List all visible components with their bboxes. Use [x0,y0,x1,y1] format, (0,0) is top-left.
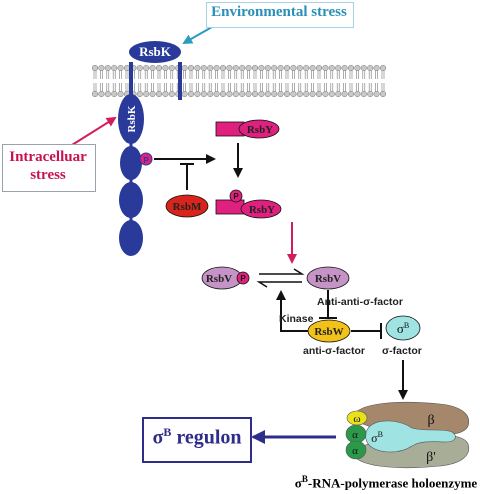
rsbk-kinase-domain [118,94,144,144]
beta-prime-label: β' [426,450,436,465]
rsbv-protein: RsbV [306,266,350,290]
rsbk-domain-3 [119,182,143,218]
holoenzyme-label: σB-RNA-polymerase holoenzyme [292,474,480,491]
rsby-phosphate-label: P [233,192,239,201]
cell-membrane [91,64,387,98]
rna-polymerase-holoenzyme: ω α α σB β β' [345,401,470,469]
rsby-phosphorylated: RsbY P [215,189,282,219]
sigma-factor-label: σ-factor [382,345,422,357]
kinase-arrow [276,290,309,332]
alpha-label-1: α [352,429,358,441]
anti-anti-sigma-factor-label: Anti-anti-σ-factor [317,296,403,308]
alpha-label-2: α [352,445,358,457]
rsbw-label: RsbW [314,326,343,338]
rsbm-protein: RsbM [165,194,209,218]
sigma-subunit [365,420,456,453]
rsbk-phosphate [139,152,153,166]
sigma-b-regulon-label: σB regulon [142,425,252,450]
intracellular-stress-box [2,144,96,192]
rsbk-domain-4 [119,220,143,256]
alpha-subunit-2 [345,440,367,460]
environmental-stress-label: Environmental stress [211,4,347,20]
rsbk-sensor-domain [129,41,181,63]
rsbw-protein: RsbW [307,319,351,343]
rsbm-label: RsbM [173,201,202,213]
intracellular-stress-label: Intracelluar stress [9,149,87,183]
holoenzyme-rest: -RNA-polymerase holoenzyme [307,475,478,491]
sigma-in-polymerase-label: σB [371,430,383,445]
rsby-p-label: RsbY [249,204,275,216]
regulon-sigma: σ [152,426,164,449]
regulon-superscript: B [163,425,172,439]
rsbv-label: RsbV [315,273,341,285]
holoenzyme-sigma: σ [294,475,302,491]
rsbv-p-label: RsbV [206,273,232,285]
kinase-label: Kinase [279,313,314,325]
regulon-word: regulon [171,426,242,449]
rsbk-top-label: RsbK [139,44,172,59]
environmental-stress-box [206,2,354,28]
rsby-phosphate [229,189,243,203]
omega-label: ω [353,413,360,425]
anti-sigma-factor-label: anti-σ-factor [303,345,366,357]
sigma-b-regulon-box [142,417,252,463]
rsbv-phosphate-label: P [240,274,246,283]
holoenzyme-superscript: B [301,474,308,484]
rsbk-protein: RsbK RsbK P [118,41,182,256]
rsby-protein: RsbY [215,119,280,139]
rsby-label: RsbY [247,124,273,136]
beta-label: β [427,413,434,428]
rsbk-phosphate-label: P [143,156,149,165]
rsbk-domain-2 [120,146,142,180]
equilibrium-arrows [256,268,305,288]
sigma-b-protein: σB [385,315,421,341]
rsbv-phosphorylated: RsbV P [201,266,250,290]
rsbv-phosphate [236,271,250,285]
environmental-stress-arrow [182,26,213,44]
intracellular-stress-arrow [71,116,117,146]
rsbk-side-label: RsbK [126,105,138,132]
